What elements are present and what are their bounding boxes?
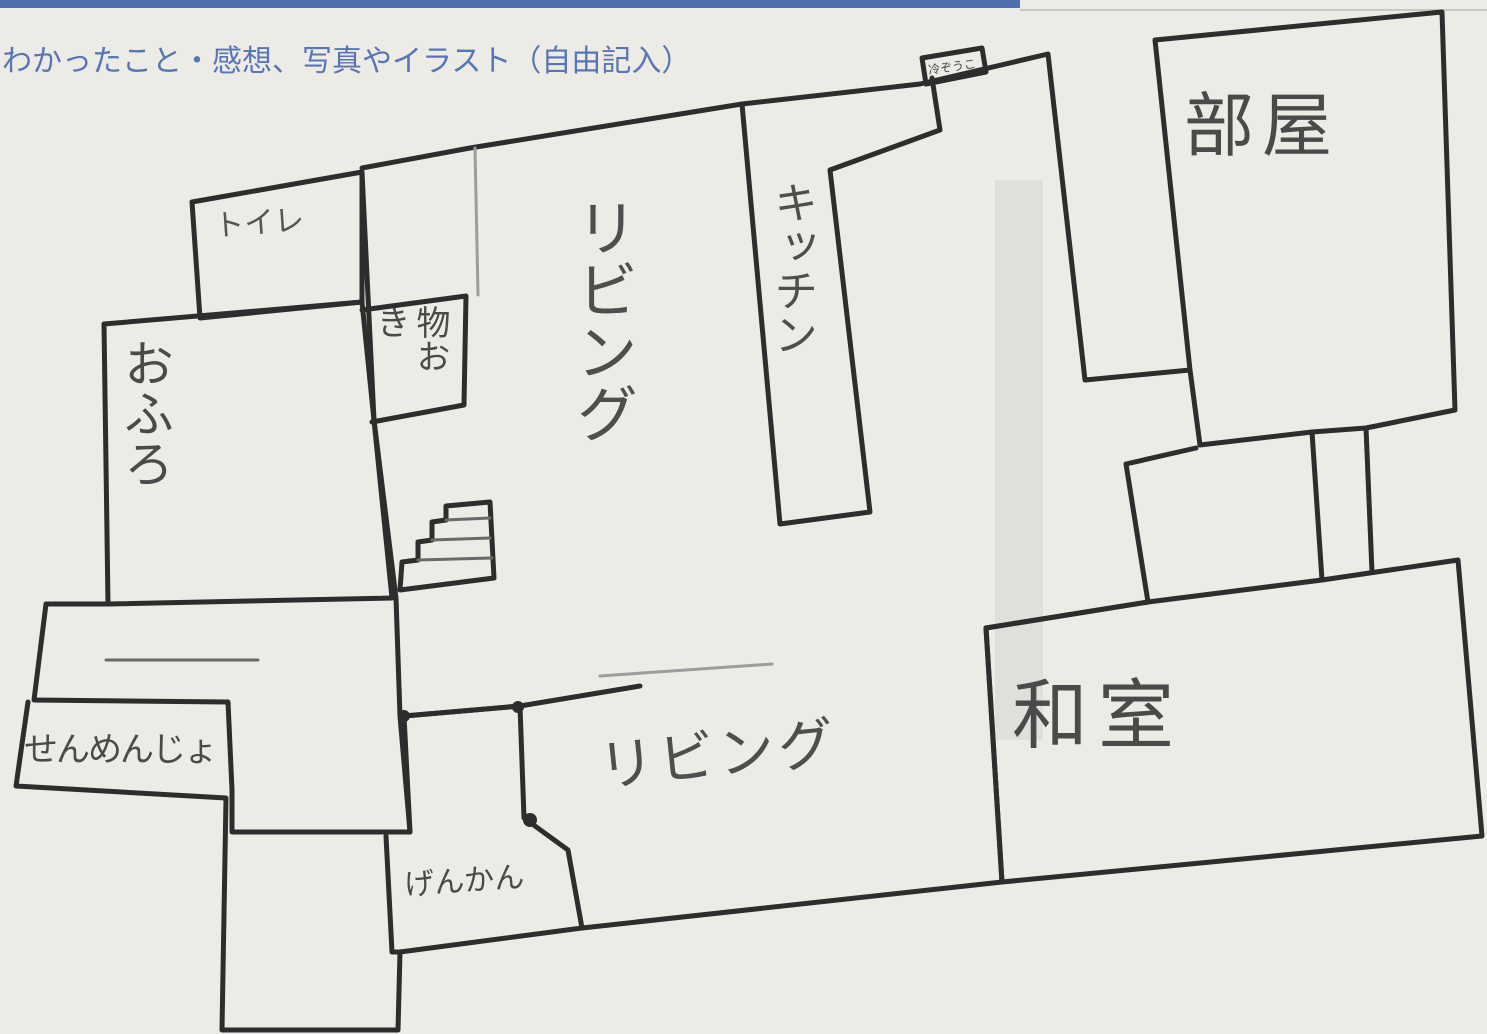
label-toilet: トイレ	[213, 202, 306, 245]
junction-dot	[512, 701, 524, 713]
worksheet-prompt: わかったこと・感想、写真やイラスト（自由記入）	[2, 44, 692, 79]
stair-steps	[416, 516, 494, 562]
label-entrance: げんかん	[403, 859, 526, 904]
hallway-wall	[13, 601, 585, 1033]
toilet-room	[189, 169, 365, 321]
header-band	[0, 0, 1020, 8]
label-washroom: せんめんじょ	[24, 730, 218, 770]
japanese-room	[983, 557, 1485, 885]
partition-living	[598, 662, 774, 678]
storage-closet	[359, 293, 469, 425]
wall-top	[359, 9, 1458, 448]
fridge-box	[919, 45, 989, 87]
kitchen-counter	[739, 75, 943, 527]
label-japanese-room: 和室	[1012, 671, 1184, 760]
paper-smudge	[995, 180, 1043, 740]
label-kitchen: キッチン	[766, 180, 817, 356]
label-bath: おふろ	[116, 338, 174, 488]
staircase	[397, 499, 497, 593]
entrance-wall	[383, 833, 403, 955]
bath-room	[101, 299, 395, 607]
label-bedroom: 部屋	[1184, 85, 1340, 167]
junction-dot	[523, 813, 537, 827]
partition-storage-living	[473, 146, 480, 297]
junction-dot	[398, 710, 410, 722]
label-storage: 物おき	[370, 305, 450, 373]
label-living-upper: リビング	[565, 196, 638, 444]
header-rule	[1020, 9, 1487, 11]
corridor-walls	[1309, 425, 1375, 583]
